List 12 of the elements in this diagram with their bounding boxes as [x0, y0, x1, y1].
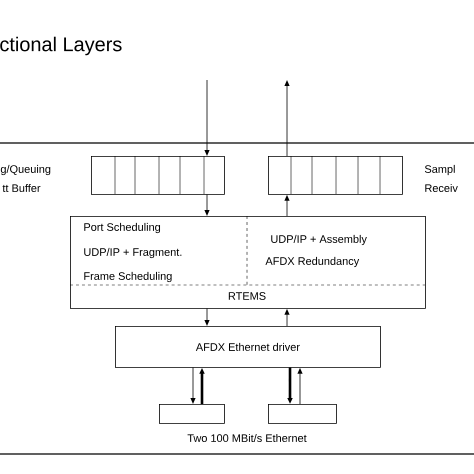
side-label: Receiv: [425, 184, 458, 192]
stack-box: Port Scheduling UDP/IP + Fragment. Frame Scheduling UDP/IP + Assembly AFDX Redundancy RTEMS: [70, 216, 426, 309]
buffer-box: [91, 156, 225, 195]
buffer-box: [268, 156, 403, 195]
side-label: Sampl: [424, 164, 455, 176]
side-label: g/Queuing: [0, 164, 50, 176]
port-box: [268, 404, 337, 424]
title: ctional Layers: [0, 36, 122, 56]
caption-text: Two 100 MBit/s Ethernet: [188, 434, 307, 442]
port-box: [159, 404, 225, 424]
driver-box: AFDX Ethernet driver: [115, 326, 381, 368]
side-label: tt Buffer: [2, 184, 40, 192]
